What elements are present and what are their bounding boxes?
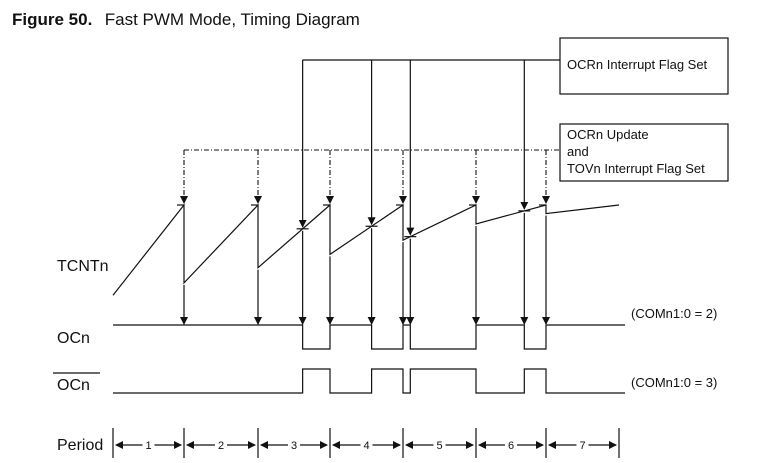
ocr-update-box (559, 123, 729, 182)
period-number: 6 (508, 440, 514, 452)
tcnt-waveform (112, 203, 620, 296)
figure-number: Figure 50. (12, 10, 92, 29)
ocr-update-line-2: and (567, 144, 589, 159)
period-number: 2 (218, 440, 224, 452)
oc-trace (113, 324, 625, 350)
oc-label: OCn (57, 330, 90, 347)
com-mode-2-note: (COMn1:0 = 2) (631, 306, 717, 321)
tcnt-sawtooth (112, 203, 620, 296)
ocr-flag-box (559, 37, 729, 95)
period-number: 1 (145, 440, 151, 452)
ocr-update-line-1: OCRn Update (567, 127, 649, 142)
figure-title: Figure 50. Fast PWM Mode, Timing Diagram (12, 10, 360, 29)
ocr-flag-callout: OCRn Interrupt Flag Set (559, 37, 729, 95)
oc-inverted-waveform (113, 368, 625, 394)
period-number: 4 (363, 440, 369, 452)
ocr-update-callout: OCRn Update and TOVn Interrupt Flag Set (559, 123, 729, 182)
oc-inverted-trace (113, 368, 625, 394)
oc-waveform (113, 324, 625, 350)
period-axis: 1 2 3 4 5 6 7 (112, 428, 620, 458)
com-mode-3-note: (COMn1:0 = 3) (631, 375, 717, 390)
event-arrows (180, 60, 550, 325)
period-label: Period (57, 437, 103, 454)
ocr-update-line-3: TOVn Interrupt Flag Set (567, 161, 705, 176)
oc-inverted-label: OCn (57, 377, 90, 394)
tcnt-label: TCNTn (57, 258, 109, 275)
figure-caption: Fast PWM Mode, Timing Diagram (105, 10, 360, 29)
period-number: 3 (291, 440, 297, 452)
period-number: 5 (436, 440, 442, 452)
period-number: 7 (579, 440, 585, 452)
ocr-flag-label: OCRn Interrupt Flag Set (567, 57, 708, 72)
